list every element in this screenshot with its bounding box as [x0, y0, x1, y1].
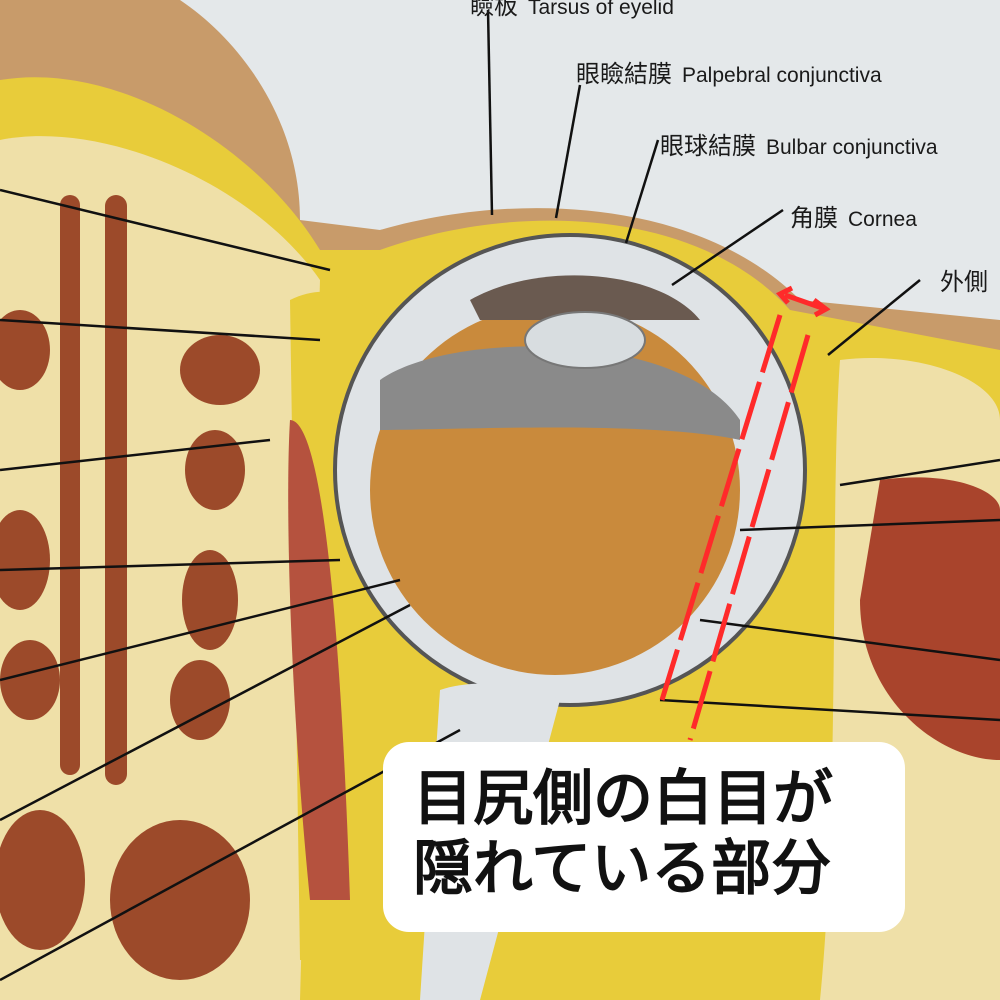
- caption-box: 目尻側の白目が 隠れている部分: [383, 742, 905, 932]
- label-lateral: 外側: [940, 268, 988, 296]
- caption-line-2: 隠れている部分: [413, 834, 832, 904]
- caption-line-1: 目尻側の白目が: [413, 764, 833, 834]
- hidden-area-annotation: [659, 285, 831, 741]
